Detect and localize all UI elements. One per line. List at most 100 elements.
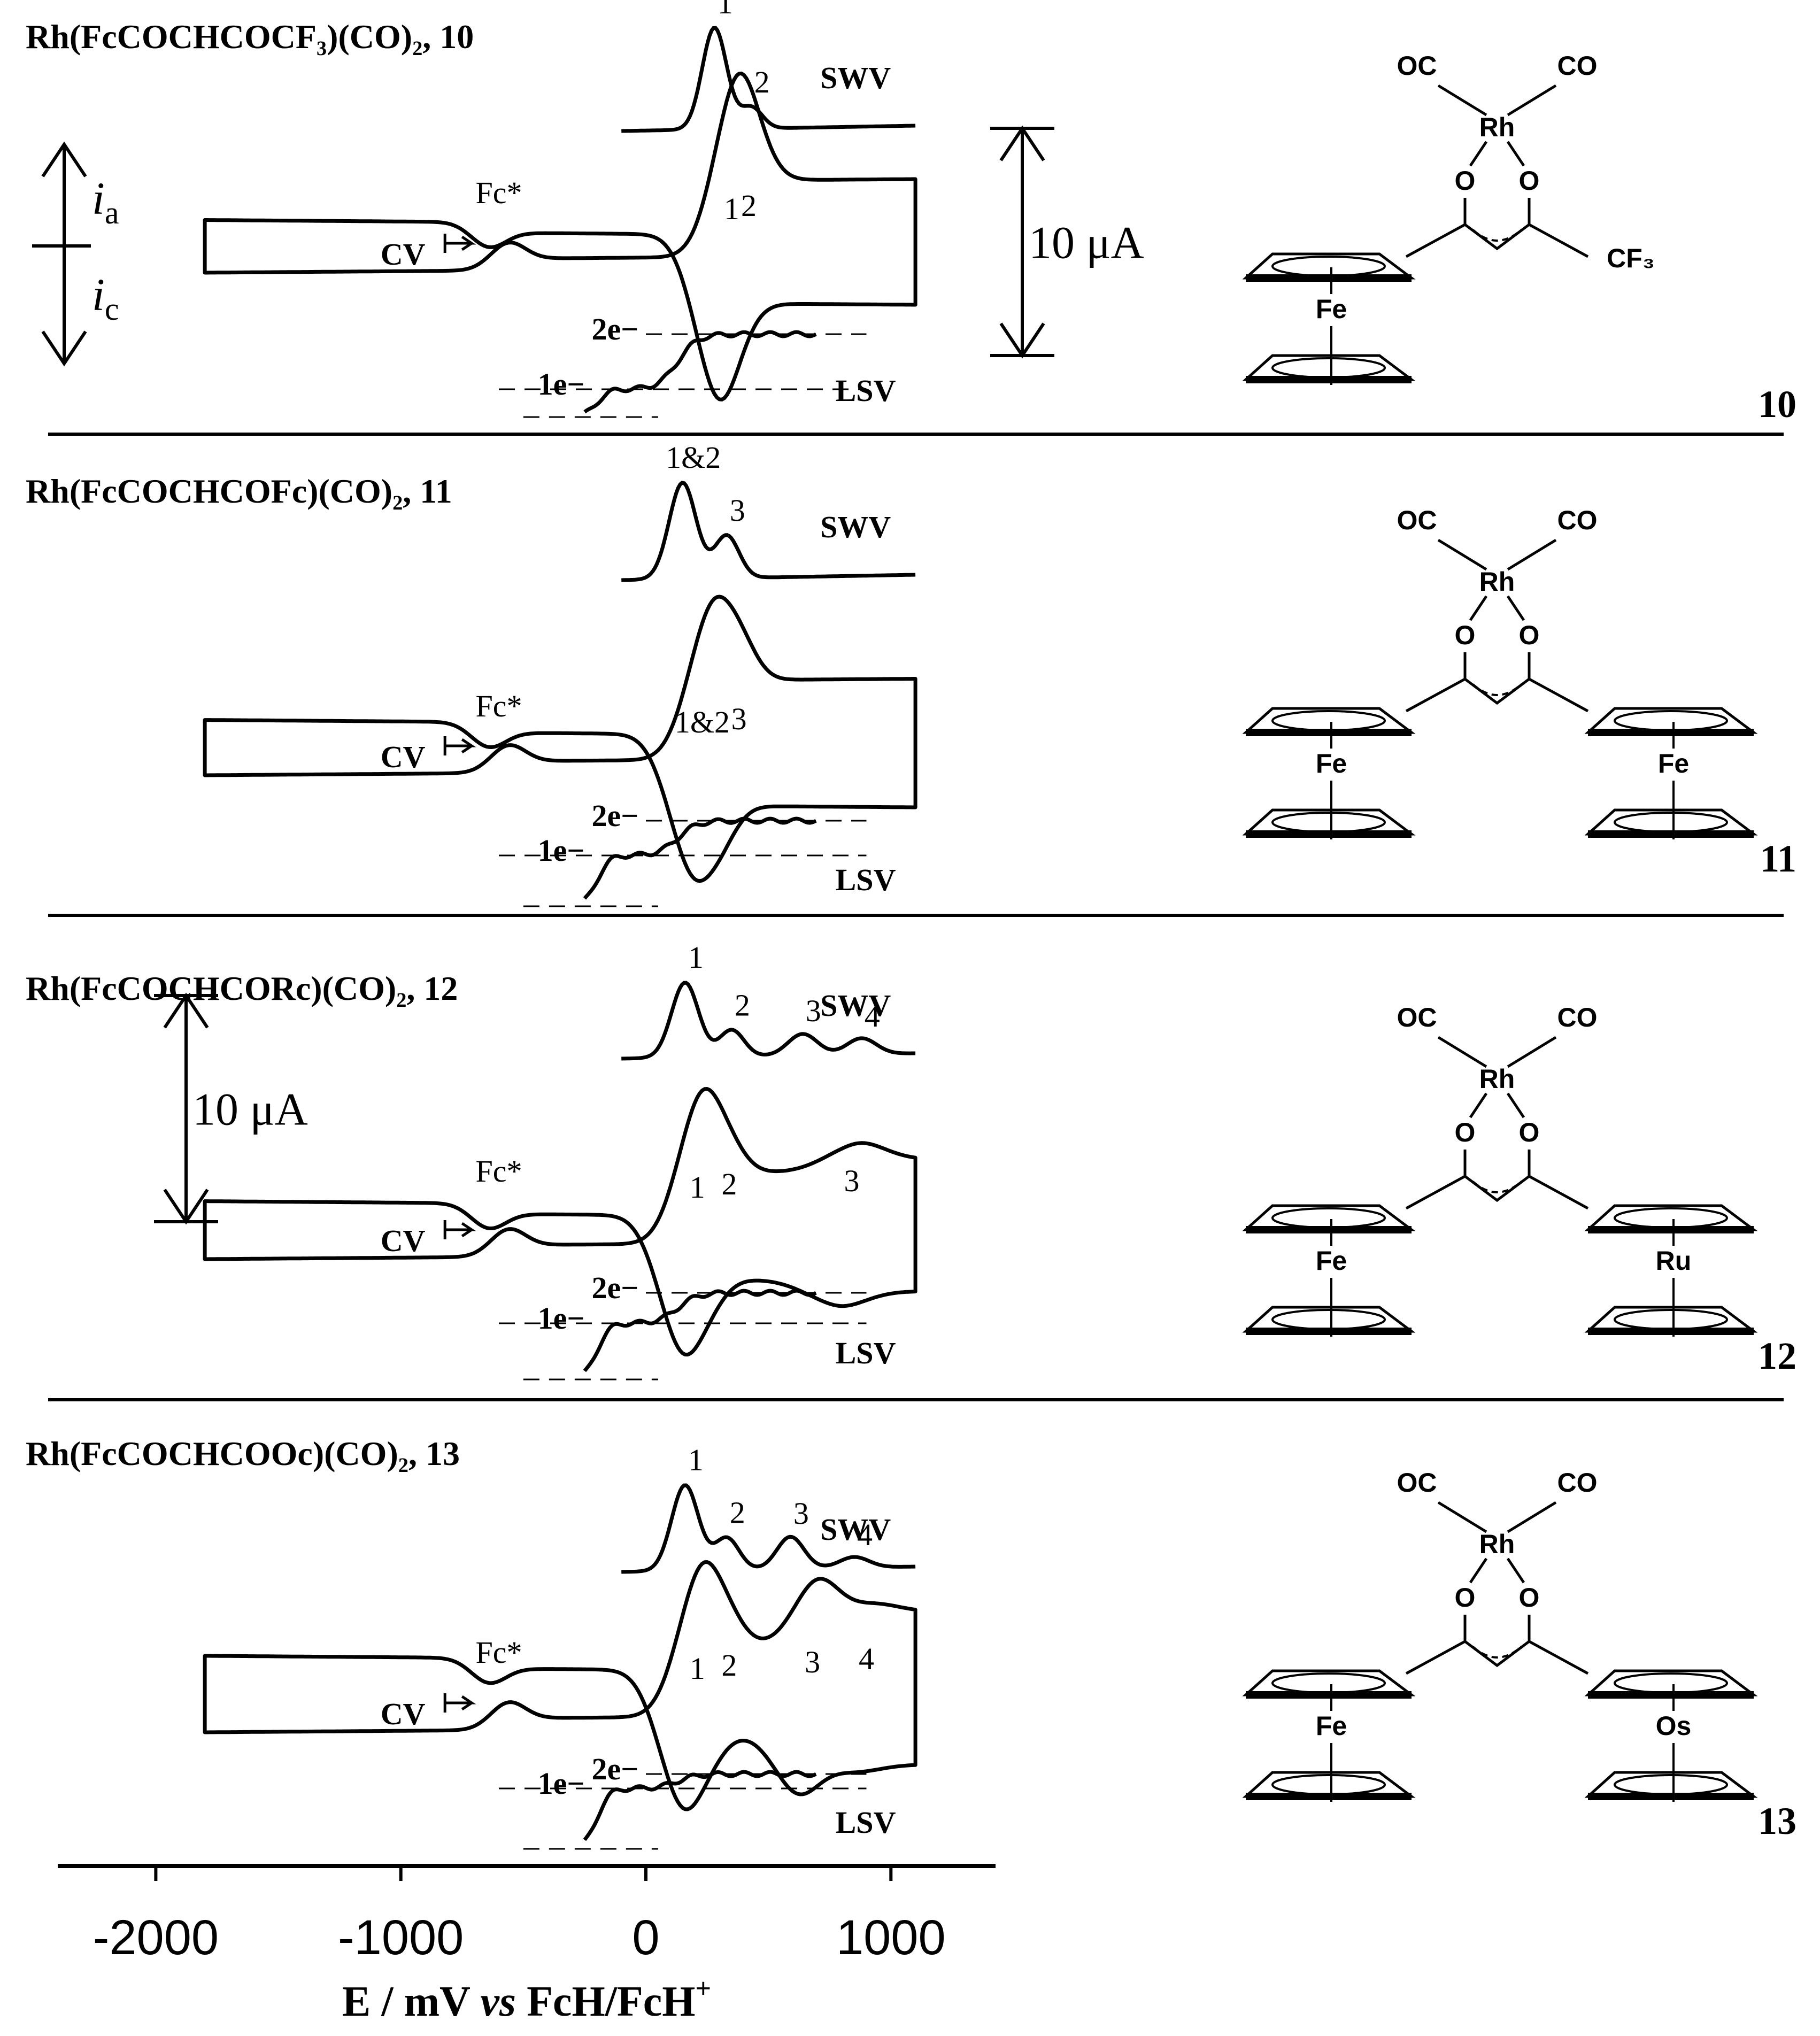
metal-label-bg [1647, 1246, 1700, 1278]
ligand-oc-label: OC [1397, 505, 1437, 535]
swv-trace-12 [621, 981, 916, 1061]
ring-pi-ellipse [1271, 357, 1386, 379]
metal-left-label: Fe [1316, 749, 1347, 778]
cv-label: CV [381, 1696, 426, 1731]
ligand-co-label: CO [1557, 1002, 1598, 1032]
delocalised-bond [1472, 683, 1522, 696]
cv-trace-13 [203, 1560, 917, 1811]
scan-direction-arrow [443, 234, 476, 253]
cv-peak-label: 1 [690, 1651, 705, 1686]
lsv-label: LSV [836, 373, 896, 408]
swv-peak-label: 3 [730, 493, 745, 528]
lsv-step-label: 2e− [591, 1752, 638, 1786]
lsv-step-label: 2e− [591, 798, 638, 833]
ring-pi-ellipse [1614, 1309, 1728, 1330]
swv-label: SWV [820, 988, 891, 1023]
x-tick-label: -1000 [338, 1910, 464, 1965]
compound-number: 13 [1758, 1800, 1796, 1842]
fc-star-label: Fc* [476, 1635, 522, 1670]
cv-peak-label: 3 [731, 701, 747, 736]
oxygen-label: O [1455, 620, 1476, 650]
ring-pi-ellipse [1271, 256, 1386, 277]
fc-star-label: Fc* [476, 1154, 522, 1189]
chelate-bonds [1405, 84, 1589, 258]
scale-bar-label: 10 μA [192, 1084, 308, 1135]
oxygen-label: O [1519, 620, 1540, 650]
compound-number: 12 [1758, 1335, 1796, 1377]
ring-pi-ellipse [1614, 1672, 1728, 1694]
lsv-step-label: 1e− [538, 1766, 585, 1801]
cv-peak-label: 3 [805, 1645, 820, 1679]
ring-pi-ellipse [1614, 710, 1728, 731]
ligand-co-label: CO [1557, 51, 1598, 81]
cv-peak-label: 3 [844, 1163, 859, 1198]
swv-trace-13 [621, 1483, 916, 1574]
metal-label-bg [1305, 749, 1358, 781]
chelate-bonds [1405, 1036, 1589, 1210]
cv-trace-11 [203, 595, 917, 883]
cv-peak-label: 2 [721, 1648, 737, 1683]
swv-peak-label: 3 [806, 993, 821, 1028]
metal-label-bg [1647, 749, 1700, 781]
swv-peak-label: 1 [688, 1443, 704, 1477]
current-direction-arrow [32, 141, 91, 367]
rhodium-label: Rh [1479, 567, 1515, 597]
cv-label: CV [381, 1223, 426, 1258]
voltammogram-traces [203, 26, 917, 1850]
rhodium-label: Rh [1479, 112, 1515, 142]
x-axis-label: E / mV vs FcH/FcH+ [342, 1973, 711, 2025]
lsv-step-label: 1e− [538, 367, 585, 402]
ligand-oc-label: OC [1397, 1002, 1437, 1032]
oxygen-label: O [1519, 166, 1540, 196]
metal-left-label: Fe [1316, 1711, 1347, 1741]
swv-peak-label: 2 [730, 1495, 745, 1530]
panel-title-13: Rh(FcCOCHCOOc)(CO)₂, 13 [26, 1435, 460, 1472]
lsv-label: LSV [836, 862, 896, 897]
swv-peak-label: 4 [857, 1517, 873, 1552]
metal-right-label: Os [1656, 1711, 1692, 1741]
metal-label-bg [1305, 294, 1358, 326]
cv-peak-label: 2 [741, 188, 757, 223]
swv-peak-label: 4 [865, 999, 880, 1034]
lsv-step-label: 2e− [591, 312, 638, 346]
cv-peak-label: 1 [724, 191, 739, 226]
lsv-step-label: 1e− [538, 833, 585, 868]
cv-peak-label: 2 [721, 1167, 737, 1201]
ligand-co-label: CO [1557, 505, 1598, 535]
metal-right-label: Ru [1656, 1246, 1692, 1276]
metal-right-label: Fe [1658, 749, 1689, 778]
swv-peak-label: 1 [718, 0, 733, 20]
swv-peak-label: 2 [735, 988, 750, 1023]
scan-direction-arrow [443, 1220, 476, 1239]
ring-pi-ellipse [1614, 1207, 1728, 1229]
oxygen-label: O [1519, 1117, 1540, 1147]
ligand-oc-label: OC [1397, 51, 1437, 81]
metal-label-bg [1305, 1246, 1358, 1278]
ring-pi-ellipse [1271, 812, 1386, 833]
ring-pi-ellipse [1271, 1207, 1386, 1229]
x-tick-label: -2000 [93, 1910, 219, 1965]
swv-label: SWV [820, 510, 891, 544]
chelate-bonds [1405, 1501, 1589, 1675]
compound-number: 11 [1760, 837, 1796, 880]
delocalised-bond [1472, 1646, 1522, 1659]
cv-trace-12 [203, 1087, 917, 1357]
metal-left-label: Fe [1316, 1246, 1347, 1276]
x-tick-label: 0 [632, 1910, 659, 1965]
cv-label: CV [381, 739, 426, 774]
ring-pi-ellipse [1614, 1774, 1728, 1795]
ring-pi-ellipse [1271, 1309, 1386, 1330]
cv-trace-10 [203, 71, 917, 402]
rhodium-label: Rh [1479, 1064, 1515, 1094]
lsv-step-label: 2e− [591, 1270, 638, 1305]
scale-bar [990, 125, 1054, 359]
delocalised-bond [1472, 1181, 1522, 1193]
ring-pi-ellipse [1614, 812, 1728, 833]
swv-label: SWV [820, 60, 891, 95]
oxygen-label: O [1455, 1117, 1476, 1147]
swv-trace-11 [621, 481, 916, 582]
fc-star-label: Fc* [476, 689, 522, 723]
